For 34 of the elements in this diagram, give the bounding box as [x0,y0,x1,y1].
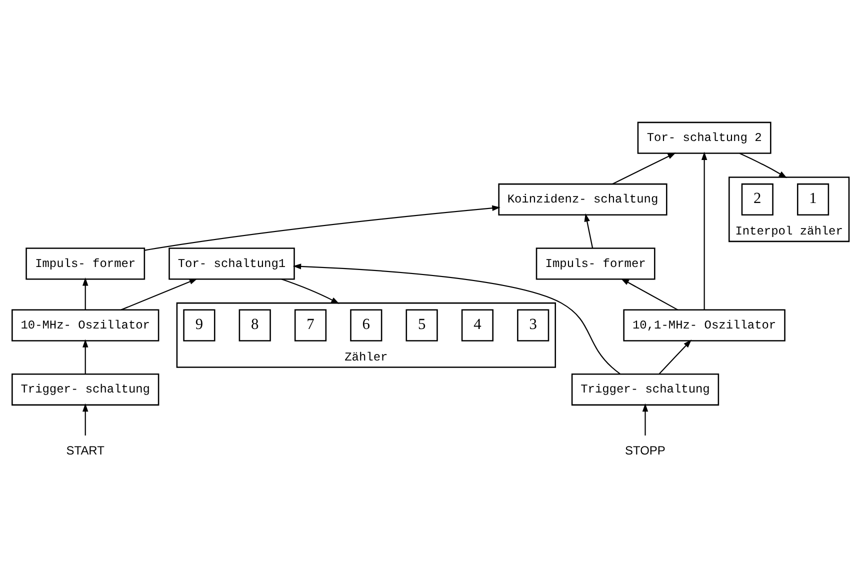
arrow [739,152,788,178]
arrow [82,402,88,435]
node-box: 6 [350,308,382,341]
arrow [82,276,88,310]
arrow [82,338,88,374]
arrow [120,278,198,310]
arrow [701,151,708,310]
node-box: 2 [741,182,774,216]
arrow [144,204,500,250]
arrow [620,278,678,310]
arrow [612,152,676,184]
node-box: Trigger- schaltung [12,372,160,406]
node-box: Impuls- former [26,247,146,280]
node-box: Koinzidenz- schaltung [498,182,668,216]
node-text: START [66,442,104,457]
node-box: Trigger- schaltung [571,372,720,406]
node-box: 9 [183,308,216,341]
node-box: 10-MHz- Oszillator [12,308,160,341]
node-box: 5 [406,308,438,341]
arrow [658,339,692,374]
node-box: 8 [238,308,271,341]
node-box: 3 [517,308,550,341]
node-text: STOPP [625,442,666,457]
node-box: 4 [461,308,494,341]
node-box: 1 [796,182,830,216]
node-box: 7 [294,308,327,341]
node-box: Tor- schaltung 2 [637,121,772,154]
arrow [584,212,594,248]
arrow [292,263,620,374]
arrow [281,278,340,304]
node-box: 10,1-MHz- Oszillator [623,308,786,341]
node-box: Impuls- former [536,247,656,280]
node-box: Tor- schaltung1 [168,247,295,280]
arrow [642,402,648,435]
